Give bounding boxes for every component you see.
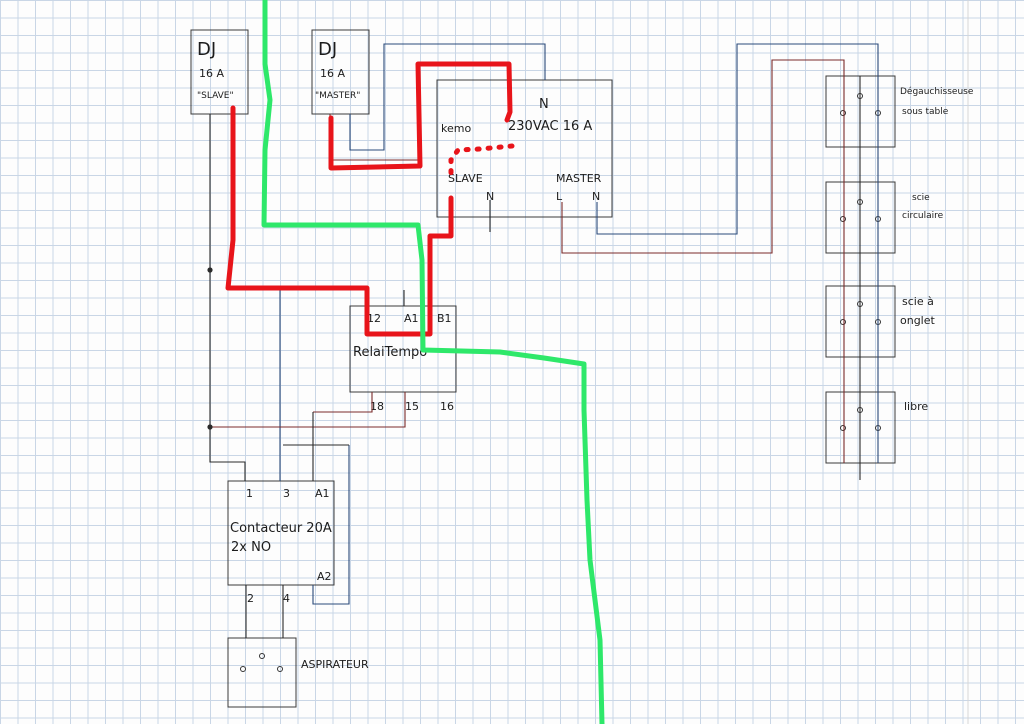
wire-slave-to-contactor-1	[209, 270, 246, 481]
relay-pin-16: 16	[440, 400, 454, 413]
outlet-jointer-live-pin	[840, 110, 846, 116]
red-trace-master-path	[328, 61, 513, 171]
contactor-pin-4: 4	[283, 592, 290, 605]
relay-pin-18: 18	[370, 400, 384, 413]
outlet-jointer-label-1: Dégauchisseuse	[900, 86, 974, 97]
breaker-slave-box	[190, 29, 249, 115]
breaker-master-type: DJ	[318, 39, 337, 60]
outlet-miter-saw: scie à onglet	[825, 285, 936, 358]
breaker-master-box	[311, 29, 370, 115]
contactor-label: Contacteur 20A	[230, 521, 332, 536]
breaker-slave: DJ 16 A "SLAVE"	[190, 29, 249, 115]
kemo-name: kemo	[441, 122, 471, 135]
breaker-master-rating: 16 A	[320, 67, 345, 80]
wire-master-live	[329, 114, 420, 161]
outlet-spare: libre	[825, 391, 928, 464]
contactor-pin-2: 2	[247, 592, 254, 605]
contactor-pin-a1: A1	[315, 487, 330, 500]
vacuum-outlet: ASPIRATEUR	[227, 637, 369, 708]
kemo-slave-n: N	[486, 190, 494, 203]
red-trace-slave-path	[225, 105, 454, 337]
junction-dot-lower	[207, 424, 213, 430]
relay-pin-b1: B1	[437, 312, 452, 325]
outlet-jointer-label-2: sous table	[902, 107, 949, 117]
contactor-pin-3: 3	[283, 487, 290, 500]
kemo-n-top: N	[539, 97, 549, 112]
green-marker-trace	[261, 0, 605, 724]
outlet-miter-saw-label-1: scie à	[902, 295, 934, 308]
outlet-miter-saw-live-pin	[840, 319, 846, 325]
wire-master-neutral	[349, 43, 546, 151]
breaker-master-label: "MASTER"	[315, 91, 360, 101]
kemo-switch: kemo N 230VAC 16 A SLAVE N MASTER L N	[436, 79, 613, 218]
kemo-master-label: MASTER	[556, 172, 602, 185]
contactor-pin-a2: A2	[317, 570, 332, 583]
kemo-rating: 230VAC 16 A	[508, 119, 592, 134]
relay-label: RelaiTempo	[353, 345, 427, 360]
wire-outlets-live	[561, 59, 845, 463]
outlet-circular-saw-label-1: scie	[912, 193, 930, 203]
relay-pin-a1: A1	[404, 312, 419, 325]
contactor: 1 3 A1 Contacteur 20A 2x NO A2 2 4	[227, 480, 335, 605]
wire-contactor-a2	[312, 445, 350, 605]
green-trace-earth-path	[261, 0, 605, 724]
vacuum-live-pin	[240, 666, 246, 672]
kemo-master-l: L	[556, 190, 563, 203]
kemo-slave-label: SLAVE	[448, 172, 483, 185]
breaker-master: DJ 16 A "MASTER"	[311, 29, 370, 115]
wire-outlets-neutral	[596, 43, 879, 463]
contactor-contacts: 2x NO	[231, 540, 271, 555]
kemo-box	[436, 79, 613, 218]
vacuum-outlet-box	[227, 637, 297, 708]
red-marker-trace	[225, 61, 515, 337]
kemo-master-n: N	[592, 190, 600, 203]
outlet-circular-saw-label-2: circulaire	[902, 211, 944, 221]
wire-relay-15	[210, 392, 406, 428]
relay-pin-15: 15	[405, 400, 419, 413]
relay-pin-12: 12	[367, 312, 381, 325]
outlet-spare-live-pin	[840, 425, 846, 431]
breaker-slave-type: DJ	[197, 39, 216, 60]
breaker-slave-rating: 16 A	[199, 67, 224, 80]
vacuum-neutral-pin	[277, 666, 283, 672]
outlet-spare-label: libre	[904, 400, 928, 413]
breaker-slave-label: "SLAVE"	[197, 91, 234, 101]
outlet-miter-saw-label-2: onglet	[900, 314, 936, 327]
outlet-circular-saw-live-pin	[840, 216, 846, 222]
contactor-pin-1: 1	[246, 487, 253, 500]
vacuum-label: ASPIRATEUR	[301, 658, 369, 671]
wire-relay-18	[313, 392, 373, 413]
contactor-box	[227, 480, 335, 586]
red-trace-dotted	[448, 143, 515, 181]
vacuum-earth-pin	[259, 653, 265, 659]
outlet-jointer: Dégauchisseuse sous table	[825, 75, 974, 148]
junction-dot-upper	[207, 267, 213, 273]
